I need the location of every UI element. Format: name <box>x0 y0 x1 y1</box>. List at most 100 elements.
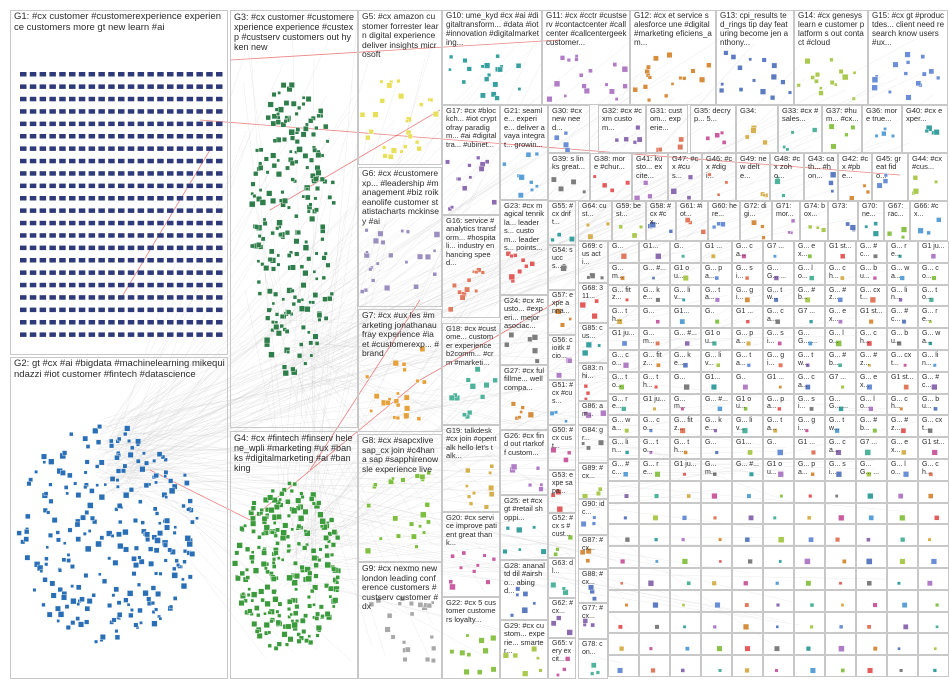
cluster-node <box>276 112 280 116</box>
cluster-node <box>137 245 145 251</box>
cluster-panel-g27: G27: #cx fulfillme... well compa... <box>500 365 548 430</box>
cluster-node <box>46 611 53 618</box>
cluster-label: G17: #cx #blockch... #iot cryptofray par… <box>446 106 497 149</box>
cluster-node <box>714 297 720 303</box>
cluster-node <box>563 131 568 136</box>
cluster-node <box>73 481 78 486</box>
cluster-node <box>56 619 60 623</box>
cluster-node <box>316 113 321 119</box>
cluster-label: G12: #cx et service salesforce une #digi… <box>634 11 712 47</box>
edge-line <box>294 344 304 592</box>
cluster-node <box>127 171 135 176</box>
small-cluster-label: G1 st... <box>922 439 945 447</box>
cluster-node <box>88 307 96 313</box>
cluster-node <box>216 295 223 300</box>
cluster-node <box>307 570 313 576</box>
cluster-node <box>131 571 137 577</box>
small-cluster-label: G... to... <box>643 439 659 455</box>
cluster-node <box>287 607 292 612</box>
cluster-node <box>59 320 66 325</box>
cluster-node <box>246 593 251 597</box>
edge-line <box>126 212 712 461</box>
cluster-node <box>564 419 568 423</box>
cluster-node <box>49 183 56 189</box>
cluster-node <box>743 406 748 412</box>
cluster-node <box>65 491 69 496</box>
cluster-node <box>196 332 203 337</box>
cluster-panel-g45: G45: great fido... <box>872 153 908 201</box>
cluster-node <box>318 547 323 552</box>
cluster-label: G67: rac... <box>888 203 906 218</box>
cluster-node <box>206 295 213 300</box>
cluster-node <box>647 580 655 587</box>
edge-line <box>104 57 287 451</box>
small-cluster-label: G7 ... <box>860 439 878 447</box>
cluster-panel-g52: G52: #cx s #cust... <box>548 513 576 558</box>
small-cluster-label: G1 ou... <box>767 461 783 476</box>
small-cluster-panel <box>608 480 639 503</box>
small-cluster-panel <box>825 633 856 656</box>
small-cluster-panel <box>825 524 856 547</box>
edge-line <box>107 39 250 468</box>
cluster-node <box>449 649 455 654</box>
cluster-node <box>157 171 164 176</box>
cluster-node <box>865 189 871 195</box>
cluster-label: G53: expe sapa... <box>552 472 574 495</box>
cluster-node <box>524 264 529 269</box>
cluster-node <box>147 183 154 189</box>
edge-line <box>105 352 411 493</box>
small-cluster-panel <box>732 589 763 612</box>
cluster-node <box>562 667 567 672</box>
cluster-node <box>844 132 849 137</box>
cluster-label: G38: more #chur... <box>594 154 626 172</box>
cluster-node <box>539 482 544 487</box>
small-cluster-panel: G... cxt... <box>887 350 918 372</box>
cluster-panel-g48: G48: #cx zoho... <box>770 153 804 201</box>
cluster-node <box>291 301 296 307</box>
cluster-node <box>286 350 291 354</box>
small-cluster-panel: G... si... <box>763 328 794 350</box>
cluster-node <box>16 530 22 536</box>
cluster-node <box>153 473 159 479</box>
cluster-panel-g85: G85: cus... <box>578 323 608 363</box>
cluster-node <box>290 366 296 372</box>
small-cluster-label: G... #c... <box>922 373 940 389</box>
small-cluster-panel <box>639 480 670 503</box>
cluster-node <box>118 109 125 114</box>
small-cluster-label: G... wa... <box>891 264 910 280</box>
cluster-label: G84: gr... <box>582 427 604 442</box>
cluster-node <box>261 550 267 556</box>
small-cluster-label: G... ex... <box>798 243 816 258</box>
cluster-panel-g51: G51: #cx #cus... <box>548 380 576 425</box>
small-cluster-panel <box>608 589 639 612</box>
small-cluster-label: G... ca... <box>736 243 753 258</box>
cluster-node <box>59 146 66 151</box>
cluster-node <box>252 194 257 199</box>
cluster-node <box>464 286 470 293</box>
small-cluster-panel: G... wa... <box>918 328 949 350</box>
edge-line <box>285 107 656 565</box>
cluster-node <box>84 619 90 625</box>
cluster-node <box>206 121 213 127</box>
edge-line <box>277 215 318 567</box>
small-cluster-panel: G... liv... <box>701 350 732 372</box>
cluster-node <box>29 158 37 164</box>
cluster-node <box>127 208 135 213</box>
cluster-node <box>276 262 281 267</box>
cluster-node <box>270 328 275 333</box>
cluster-node <box>711 580 717 586</box>
cluster-node <box>138 499 143 504</box>
cluster-node <box>365 135 371 141</box>
small-cluster-panel <box>732 611 763 634</box>
cluster-node <box>690 68 696 74</box>
cluster-node <box>331 566 337 572</box>
cluster-node <box>519 410 523 414</box>
cluster-label: G78: con... <box>582 641 603 656</box>
edge-line <box>283 319 703 340</box>
cluster-panel-g59: G59: best... <box>612 201 646 241</box>
small-cluster-label: G... cxt... <box>891 352 912 367</box>
cluster-node <box>162 542 168 548</box>
cluster-node <box>69 72 76 77</box>
small-cluster-label: G... ke... <box>705 417 722 433</box>
small-cluster-panel: G1 ... <box>732 306 763 329</box>
